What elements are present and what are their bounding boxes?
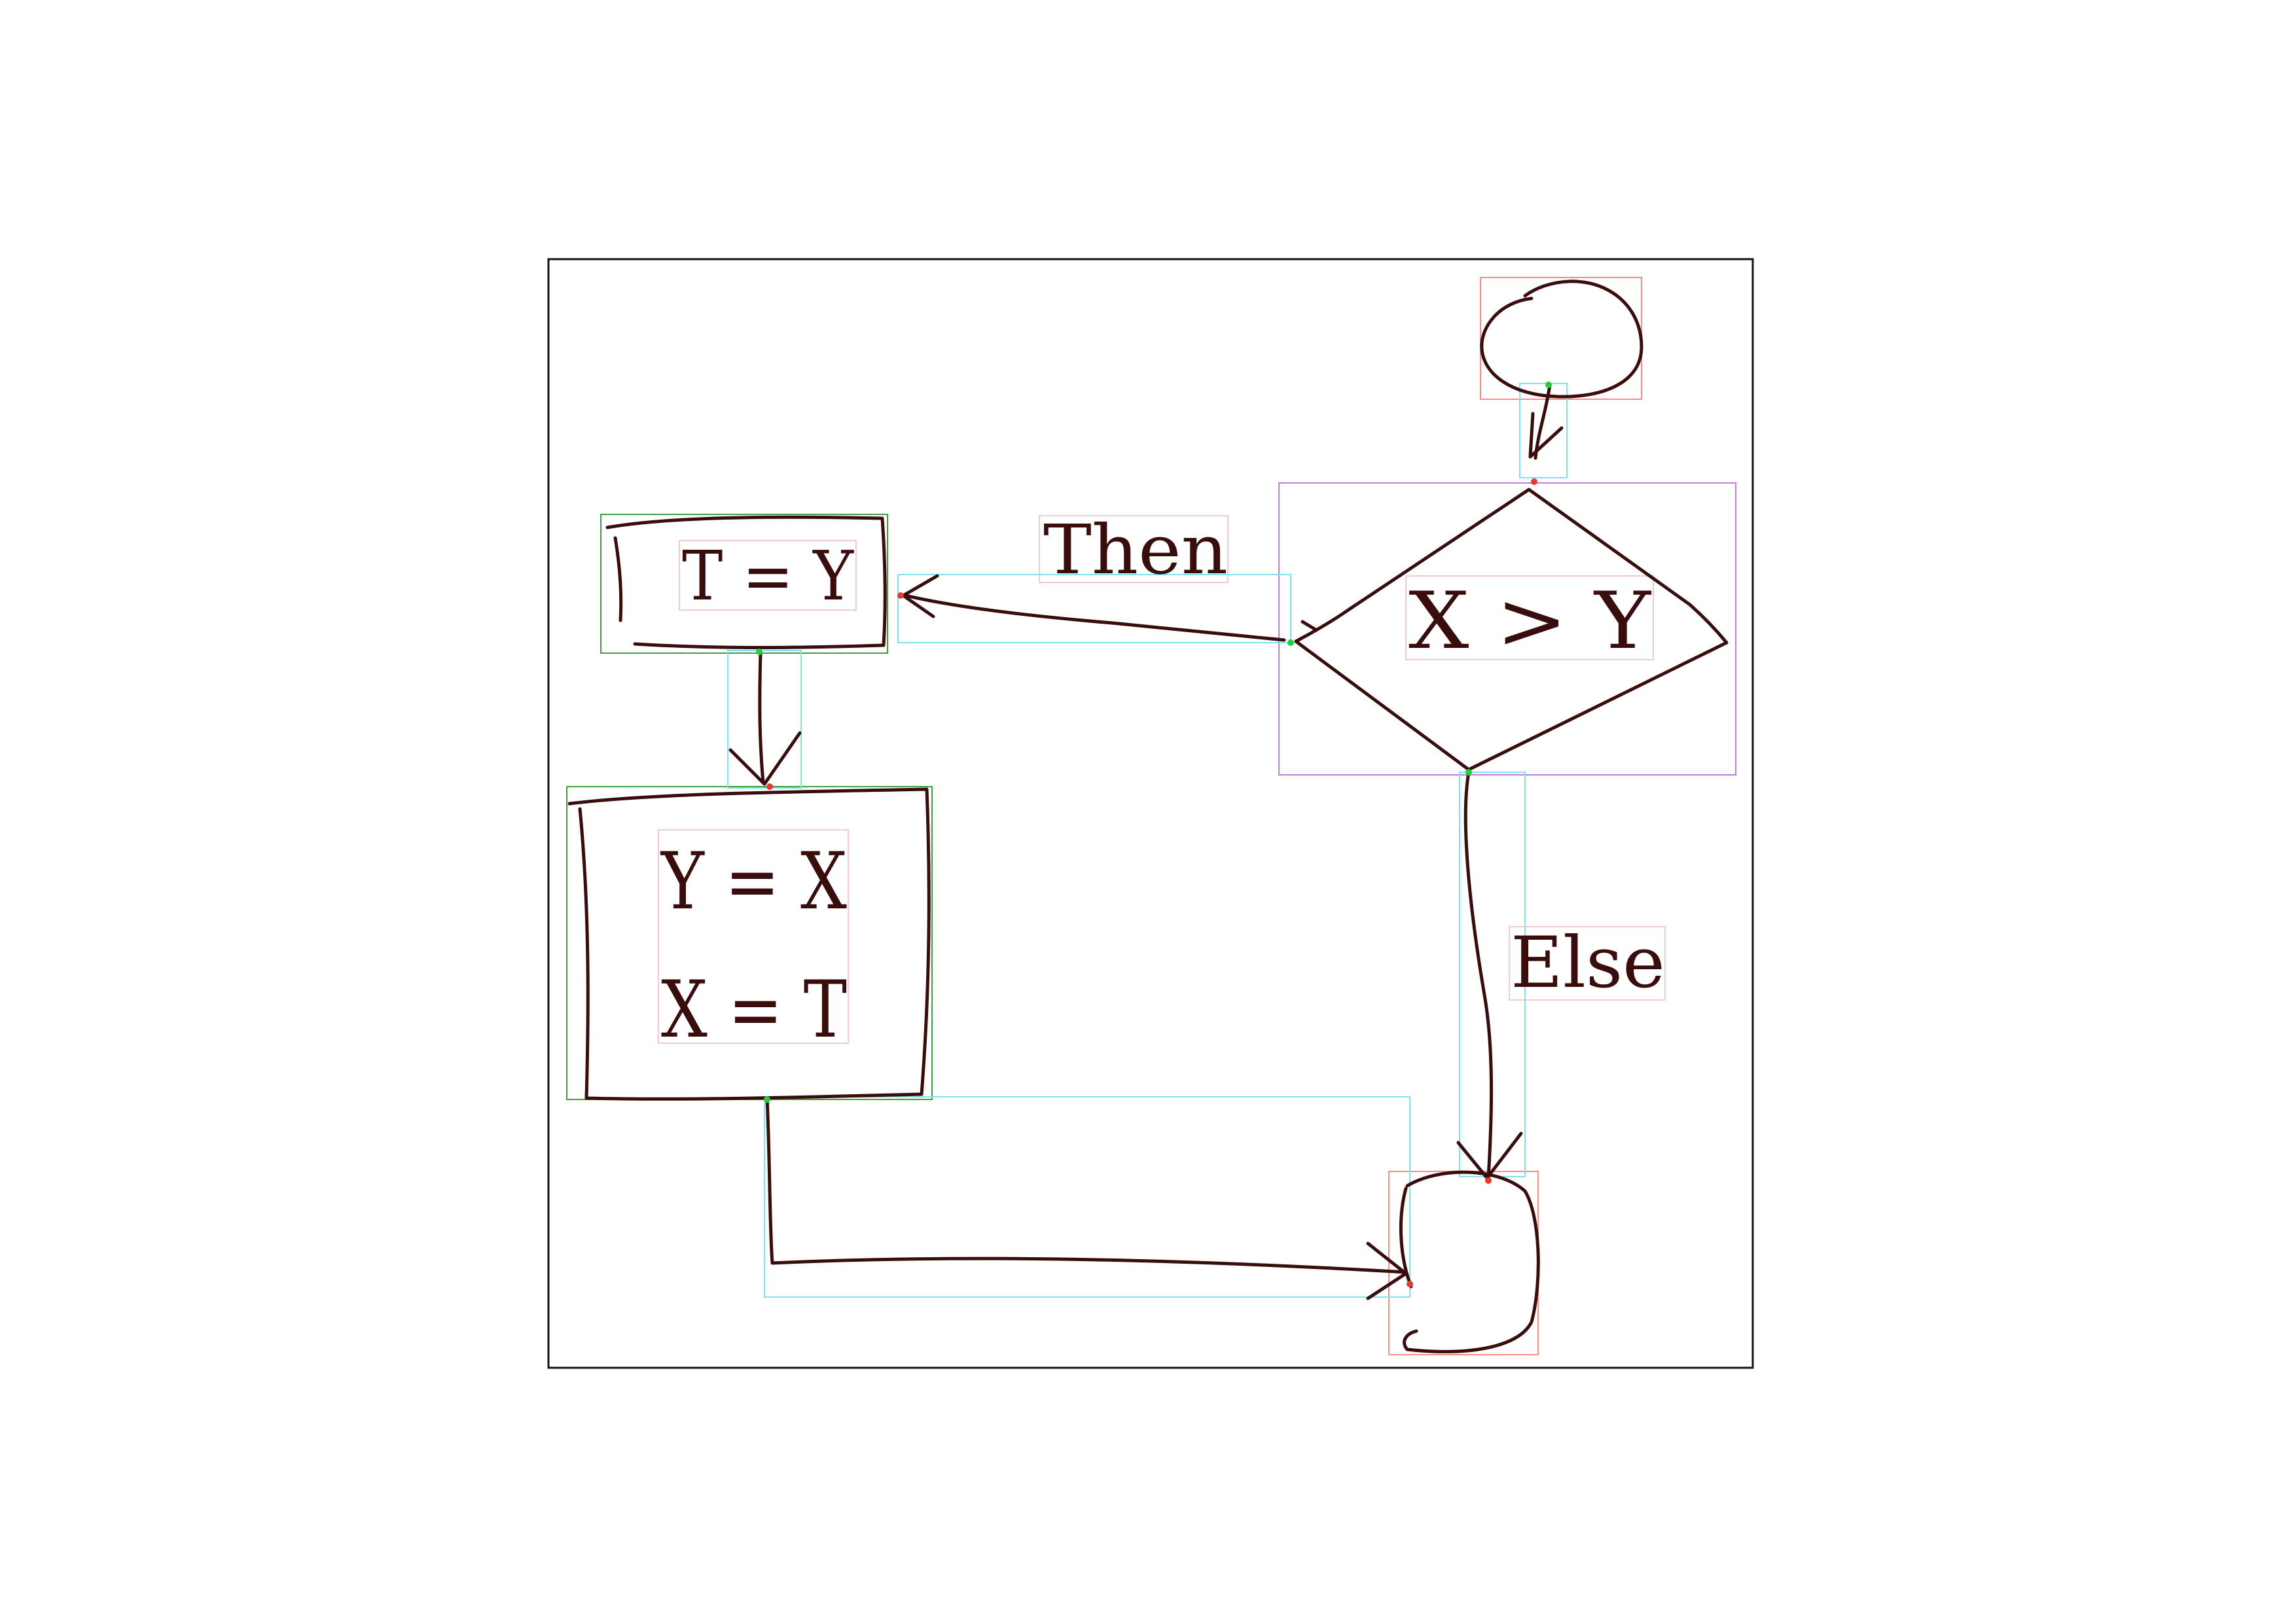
start-out-marker <box>1545 382 1552 388</box>
end-node-bbox <box>1388 1171 1539 1355</box>
decision-else-marker <box>1465 769 1472 776</box>
else-label: Else <box>1511 922 1665 1004</box>
diagram-frame <box>547 258 1754 1369</box>
swap-node <box>567 787 931 1101</box>
condition-text: X > Y <box>1408 576 1652 667</box>
assign-out-marker <box>756 649 762 655</box>
end-node <box>1399 1170 1540 1353</box>
swap-line-1: Y = X <box>660 836 847 927</box>
assign-in-marker <box>897 592 904 599</box>
decision-node <box>1294 488 1729 772</box>
assign-temp-label: T = Y <box>682 536 854 616</box>
swap-in-marker <box>766 783 773 790</box>
decision-in-marker <box>1531 478 1537 485</box>
down-arrow-bbox <box>727 650 802 789</box>
end-left-marker <box>1407 1281 1413 1287</box>
else-label-bbox <box>1509 926 1666 1001</box>
swap-to-end-arrow <box>765 1096 1408 1300</box>
assign-temp-node <box>605 515 887 649</box>
assign-to-swap-arrow <box>728 651 802 786</box>
decision-then-marker <box>1287 639 1294 646</box>
end-top-marker <box>1485 1177 1492 1184</box>
condition-text-bbox <box>1405 575 1654 660</box>
merge-arrow-bbox <box>764 1096 1410 1298</box>
assign-temp-node-bbox <box>600 514 888 654</box>
then-label-bbox <box>1039 515 1229 583</box>
start-arrow-bbox <box>1519 383 1568 478</box>
swap-out-marker <box>764 1096 770 1103</box>
then-label: Then <box>1043 510 1228 590</box>
decision-node-bbox <box>1278 482 1736 776</box>
assign-temp-text-bbox <box>679 540 857 611</box>
condition-label: X > Y <box>1408 576 1652 667</box>
swap-line-2: X = T <box>661 965 847 1056</box>
swap-text-bbox <box>658 829 849 1044</box>
detection-overlay <box>566 277 1736 1355</box>
then-arrow-bbox <box>897 574 1291 643</box>
connection-markers <box>756 382 1552 1287</box>
start-node <box>1480 279 1643 399</box>
start-to-decision-arrow <box>1528 383 1564 460</box>
